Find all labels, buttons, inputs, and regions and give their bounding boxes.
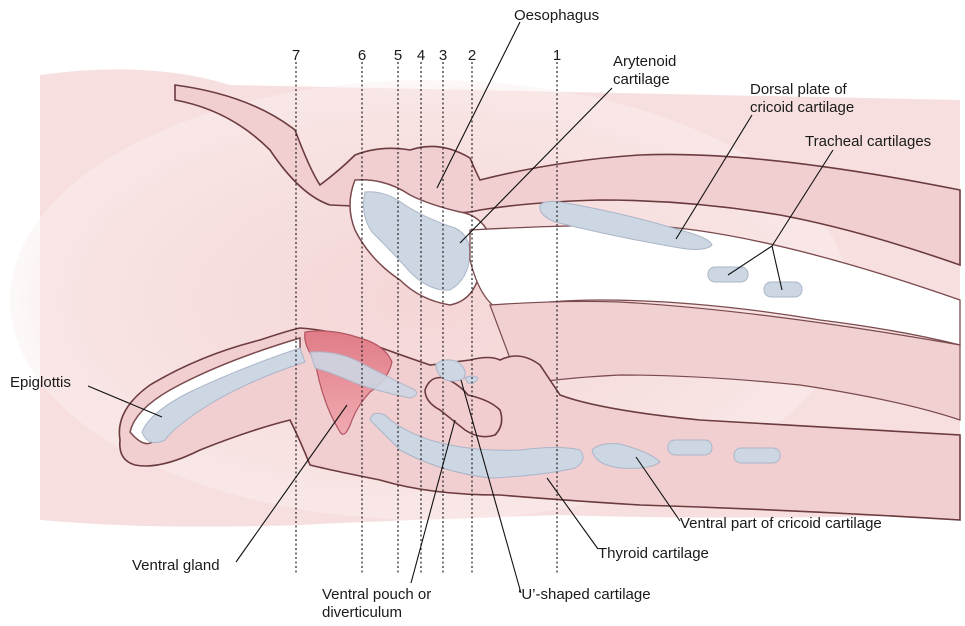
label-oesophagus: Oesophagus — [514, 7, 599, 24]
section-number-2: 2 — [468, 47, 476, 64]
section-numbers: 1 2 3 4 5 6 7 — [292, 47, 561, 64]
label-u-shaped-cartilage: ‘U’-shaped cartilage — [518, 586, 651, 603]
label-ventral-gland: Ventral gland — [132, 557, 220, 574]
label-tracheal-cartilages: Tracheal cartilages — [805, 133, 931, 150]
section-number-6: 6 — [358, 47, 366, 64]
section-number-5: 5 — [394, 47, 402, 64]
section-number-3: 3 — [439, 47, 447, 64]
label-dorsal-line2: cricoid cartilage — [750, 99, 854, 116]
label-ventral-pouch-line1: Ventral pouch or — [322, 586, 431, 603]
label-dorsal-line1: Dorsal plate of — [750, 81, 848, 98]
label-ventral-pouch-line2: diverticulum — [322, 604, 402, 621]
label-arytenoid-line2: cartilage — [613, 71, 670, 88]
section-number-4: 4 — [417, 47, 425, 64]
label-thyroid-cartilage: Thyroid cartilage — [598, 545, 709, 562]
section-number-7: 7 — [292, 47, 300, 64]
section-number-1: 1 — [553, 47, 561, 64]
label-arytenoid-line1: Arytenoid — [613, 53, 676, 70]
label-ventral-cricoid: Ventral part of cricoid cartilage — [680, 515, 882, 532]
label-epiglottis: Epiglottis — [10, 374, 71, 391]
